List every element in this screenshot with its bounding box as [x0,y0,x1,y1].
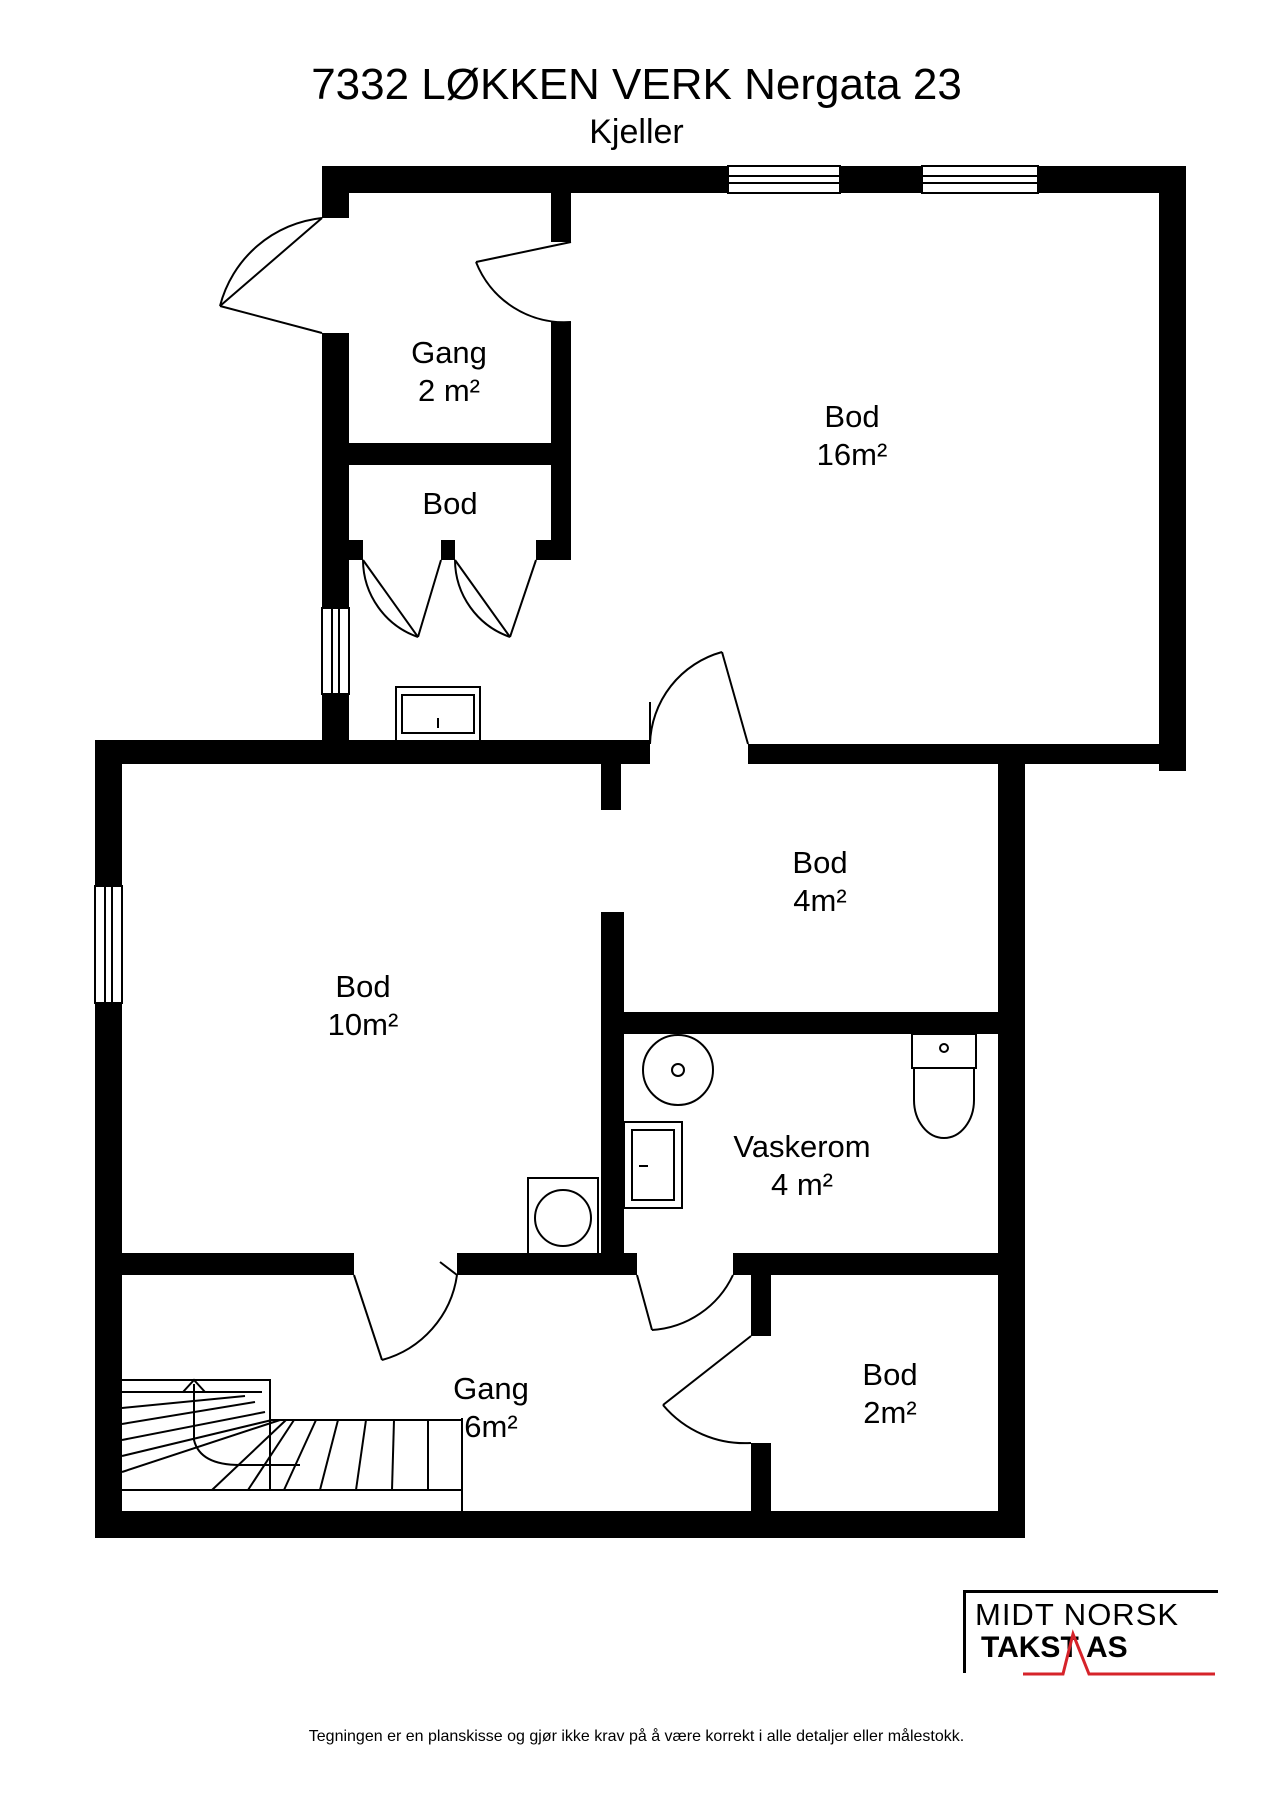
sink-basin [401,694,475,734]
wall [601,760,621,810]
stair-step [283,1419,317,1491]
wall [551,322,571,560]
stair-step [121,1395,246,1409]
disclaimer-text: Tegningen er en planskisse og gjør ikke … [308,1728,965,1745]
logo-accent-line [1023,1629,1215,1676]
wall [349,443,571,465]
company-logo: MIDT NORSK TAKST AS [963,1590,1221,1680]
sink [395,686,481,742]
door-leaf [353,1274,383,1361]
stair-step [211,1419,287,1491]
walls [95,166,1186,1538]
wall [95,740,122,886]
room-bod-2: Bod 2m² [862,1357,918,1430]
stair-step [391,1419,395,1491]
toilet-bowl [913,1067,975,1139]
room-bod-small: Bod [422,486,478,521]
window [727,165,841,194]
wash-basin [623,1121,683,1209]
wall [733,1253,1011,1275]
wall [621,1012,1011,1034]
room-gang-upper: Gang 2 m² [411,335,487,408]
door-jamb [219,305,323,334]
door-swing [454,559,511,638]
wall [95,1003,122,1538]
wall [551,190,571,242]
door-leaf [662,1335,752,1406]
wall [457,1253,637,1275]
door-swing [381,1274,458,1361]
door-swing [475,261,572,324]
wall [441,540,455,560]
fixtures [395,686,977,1255]
door-leaf [475,241,572,263]
door-swing [362,559,419,638]
door-swing [651,1274,734,1331]
wall [322,333,349,608]
washing-machine-drum [534,1189,592,1247]
wall [1159,166,1186,771]
stair-step [121,1419,281,1473]
room-bod-10: Bod 10m² [327,969,399,1042]
window [94,885,123,1004]
logo-frame [963,1590,1218,1673]
toilet-flush [939,1043,949,1053]
door-leaf [454,559,511,638]
door-leaf [721,651,749,745]
water-heater [642,1034,714,1106]
door-swing [649,651,723,745]
door-leaf [219,217,323,307]
water-heater-valve [671,1063,685,1077]
logo-text-line2: TAKST AS [981,1631,1128,1664]
room-vaskerom: Vaskerom 4 m² [733,1129,871,1202]
stair-step [355,1419,367,1491]
wall [748,744,1186,764]
wall [536,540,571,560]
logo-text-line1: MIDT NORSK [975,1597,1180,1632]
stair-direction-line [193,1384,300,1466]
wall [95,740,650,764]
stair-landing [122,1379,271,1490]
wall [322,166,728,193]
floor-name: Kjeller [589,113,684,151]
room-bod-16: Bod 16m² [816,399,888,472]
washing-machine [527,1177,599,1255]
wall [95,1511,1025,1538]
doors [219,217,752,1445]
windows [94,165,1039,1004]
stair-arrow-icon [182,1378,206,1393]
stair-step [247,1419,295,1491]
plan-title: 7332 LØKKEN VERK Nergata 23 [311,60,962,109]
wall [998,744,1025,1538]
door-leaf [509,559,537,638]
wall [322,166,349,218]
door-swing [219,217,323,307]
wall [349,540,363,560]
wall [751,1262,771,1336]
room-bod-4: Bod 4m² [792,845,848,918]
door-leaf [362,559,419,638]
stair-step [319,1419,339,1491]
window [321,607,350,695]
door-swing [662,1404,752,1445]
door-leaf [417,559,442,638]
wall [601,912,624,1275]
wall [122,1253,354,1275]
door-jamb [439,1261,458,1276]
stair-step [121,1401,256,1425]
window [921,165,1039,194]
stair-step [121,1419,273,1457]
wall [751,1443,771,1523]
wash-basin-bowl [631,1129,675,1201]
floor-plan [94,165,1186,1538]
room-gang-lower: Gang 6m² [453,1371,529,1444]
door-leaf [636,1274,653,1331]
wall [840,166,922,193]
staircase [121,1378,463,1511]
